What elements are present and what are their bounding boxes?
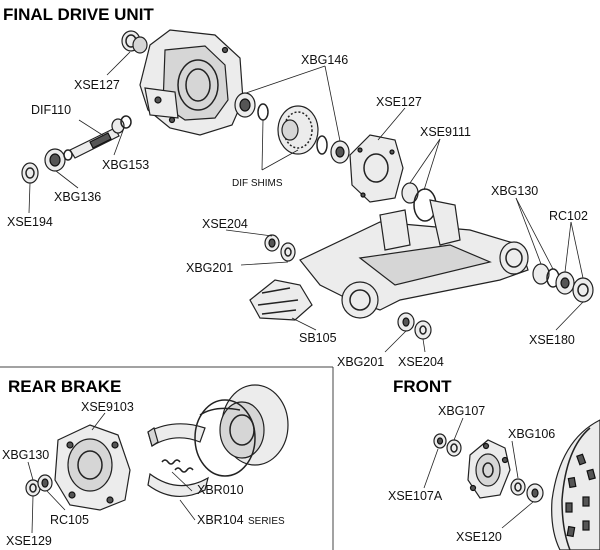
label-sb105: SB105: [299, 331, 337, 345]
label-xse9111: XSE9111: [420, 125, 471, 139]
pinion-shaft-dif110: [69, 127, 120, 159]
label-xse127-top: XSE127: [74, 78, 120, 92]
label-xse129: XSE129: [6, 534, 52, 548]
dif-shims: [316, 135, 350, 164]
leader-lines-final-drive: [28, 51, 584, 353]
swingarm: [299, 199, 529, 319]
ring-gear: [277, 105, 319, 155]
front-tire: [551, 419, 600, 550]
label-rc105: RC105: [50, 513, 89, 527]
label-xbg106: XBG106: [508, 427, 555, 441]
label-xbr010: XBR010: [197, 483, 244, 497]
label-xbg201-top: XBG201: [186, 261, 233, 275]
label-xse9103: XSE9103: [81, 400, 134, 414]
label-xse127-mid: XSE127: [376, 95, 422, 109]
label-xbg146: XBG146: [301, 53, 348, 67]
label-xbr104: XBR104: [197, 513, 244, 527]
housing-cover-xse127: [349, 134, 404, 203]
bearing-xbg153: [111, 115, 132, 134]
label-xbg130-brake: XBG130: [2, 448, 49, 462]
bearing-xbg201-bottom: [397, 312, 432, 340]
label-xse180: XSE180: [529, 333, 575, 347]
label-xbg201-bottom: XBG201: [337, 355, 384, 369]
front-hub: [467, 439, 511, 499]
bearing-stack-right: [532, 263, 594, 303]
leader-lines-rear-brake: [27, 412, 196, 534]
label-xse107a: XSE107A: [388, 489, 443, 503]
rear-brake-title: REAR BRAKE: [8, 377, 121, 396]
brake-shoe-top: [147, 423, 206, 447]
label-series: SERIES: [248, 516, 285, 527]
bearing-xbg201-top: [264, 234, 296, 262]
brake-shoe-bottom: [147, 472, 209, 497]
label-rc102: RC102: [549, 209, 588, 223]
brake-springs: [161, 459, 194, 473]
bearing-xbg146: [234, 92, 269, 121]
brake-backing-plate: [54, 424, 131, 511]
label-dif-shims: DIF SHIMS: [232, 178, 283, 189]
label-xse120: XSE120: [456, 530, 502, 544]
bearing-xbg106: [510, 478, 544, 503]
label-xse194: XSE194: [7, 215, 53, 229]
bearing-xbg130-brake: [25, 474, 53, 497]
boot-sb105: [249, 279, 313, 321]
final-drive-housing: [139, 29, 244, 136]
seal-xse194: [21, 162, 39, 184]
leader-lines-front: [423, 417, 534, 529]
final-drive-title: FINAL DRIVE UNIT: [3, 5, 154, 24]
label-xbg107: XBG107: [438, 404, 485, 418]
label-xse204-top: XSE204: [202, 217, 248, 231]
label-dif110: DIF110: [31, 103, 71, 117]
seal-xse127-top: [121, 30, 148, 54]
bearing-xbg107: [433, 433, 462, 457]
bearing-xbg136: [44, 148, 73, 172]
brake-drum: [194, 384, 289, 477]
label-xse204-bottom: XSE204: [398, 355, 444, 369]
label-xbg136: XBG136: [54, 190, 101, 204]
label-xbg153: XBG153: [102, 158, 149, 172]
label-xbg130-top: XBG130: [491, 184, 538, 198]
front-title: FRONT: [393, 377, 452, 396]
